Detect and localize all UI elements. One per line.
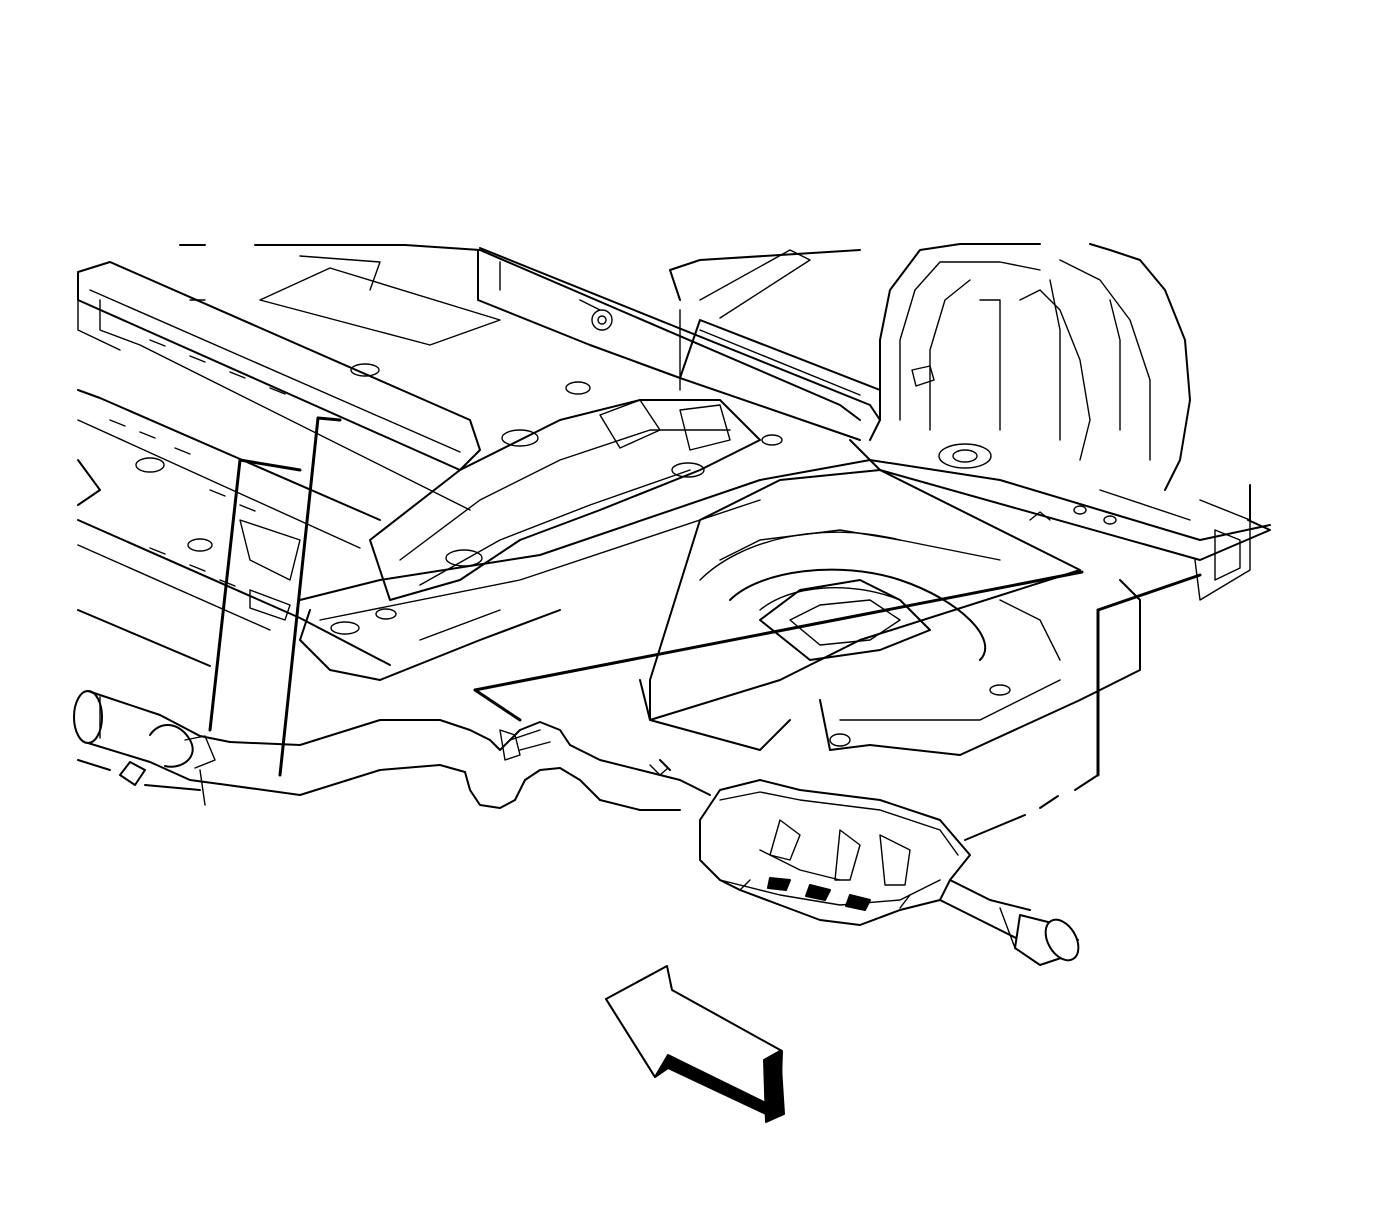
intermediate-exhaust-pipe <box>73 690 711 811</box>
vehicle-underbody <box>77 244 1271 681</box>
tailpipe <box>939 879 1080 966</box>
view-direction-arrow <box>605 965 785 1123</box>
rear-muffler <box>699 779 971 926</box>
rear-rail <box>849 439 1271 601</box>
callout-leaders <box>77 416 1202 841</box>
spare-tire-well <box>639 469 1141 756</box>
rear-wheelhouse <box>879 243 1191 491</box>
